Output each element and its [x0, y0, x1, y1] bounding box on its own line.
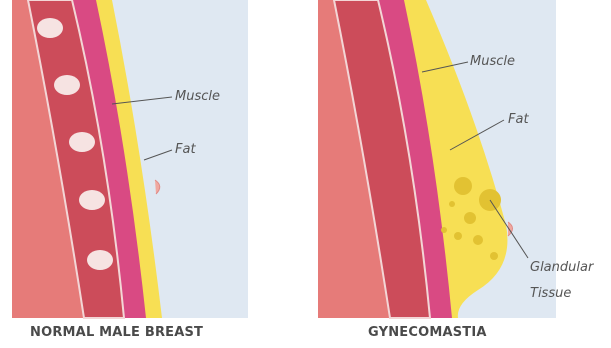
gynecomastia-illustration: Muscle Fat Glandular Tissue — [318, 0, 610, 320]
rib — [54, 75, 80, 95]
gland-blob — [449, 201, 455, 207]
rib — [69, 132, 95, 152]
rib — [79, 190, 105, 210]
fat-label: Fat — [508, 112, 529, 127]
gland-blob — [441, 227, 447, 233]
glandular-label-line1: Glandular — [530, 260, 595, 275]
fat-label: Fat — [175, 142, 196, 157]
gland-blob — [473, 235, 483, 245]
gynecomastia-panel: Muscle Fat Glandular Tissue — [318, 0, 610, 320]
muscle-label: Muscle — [470, 54, 515, 69]
rib — [37, 18, 63, 38]
normal-breast-caption: NORMAL MALE BREAST — [30, 325, 203, 340]
gland-blob — [454, 177, 472, 195]
normal-male-breast-panel: Muscle Fat — [12, 0, 272, 320]
rib — [87, 250, 113, 270]
gland-blob — [490, 252, 498, 260]
glandular-label-line2: Tissue — [530, 286, 571, 301]
gland-blob — [464, 212, 476, 224]
gland-blob — [454, 232, 462, 240]
gynecomastia-caption: GYNECOMASTIA — [368, 325, 487, 340]
muscle-label: Muscle — [175, 89, 220, 104]
normal-breast-illustration: Muscle Fat — [12, 0, 272, 320]
